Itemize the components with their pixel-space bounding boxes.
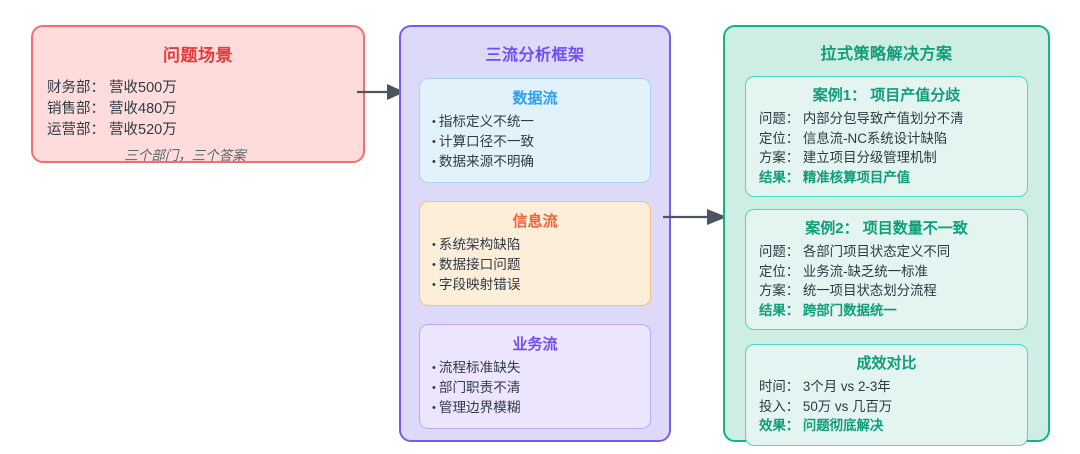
problem-scenario-panel: 问题场景 财务部： 营收500万 销售部： 营收480万 运营部： 营收520万… [31, 25, 365, 163]
outcome-rows: 时间： 3个月 vs 2-3年 投入： 50万 vs 几百万 效果： 问题彻底解… [746, 377, 1027, 436]
arrow-framework-to-solution-icon [663, 205, 731, 229]
case-row: 方案： 统一项目状态划分流程 [759, 283, 937, 298]
case-result: 结果： 跨部门数据统一 [759, 302, 897, 318]
list-item: 流程标准缺失 [432, 358, 650, 378]
case-row: 时间： 3个月 vs 2-3年 [759, 379, 891, 394]
framework-panel-title: 三流分析框架 [485, 47, 585, 64]
problem-line: 销售部： 营收480万 [47, 101, 177, 117]
data-flow-card[interactable]: 数据流 指标定义不统一 计算口径不一致 数据来源不明确 [419, 78, 651, 183]
list-item: 部门职责不清 [432, 378, 650, 398]
case-row: 投入： 50万 vs 几百万 [759, 398, 893, 414]
case-result: 结果： 精准核算项目产值 [759, 169, 911, 185]
case-2-card[interactable]: 案例2： 项目数量不一致 问题： 各部门项目状态定义不同 定位： 业务流-缺乏统… [745, 209, 1028, 330]
solution-panel-title: 拉式策略解决方案 [820, 46, 953, 63]
case-1-title: 案例1： 项目产值分歧 [812, 87, 961, 104]
problem-line: 财务部： 营收500万 [47, 80, 177, 96]
list-item: 计算口径不一致 [432, 132, 650, 152]
solution-panel: 拉式策略解决方案 案例1： 项目产值分歧 问题： 内部分包导致产值划分不清 定位… [723, 25, 1050, 446]
data-flow-list: 指标定义不统一 计算口径不一致 数据来源不明确 [420, 112, 650, 172]
list-item: 管理边界模糊 [432, 398, 650, 418]
info-flow-title: 信息流 [512, 213, 558, 230]
info-flow-card[interactable]: 信息流 系统架构缺陷 数据接口问题 字段映射错误 [419, 201, 651, 306]
case-row: 定位： 信息流-NC系统设计缺陷 [759, 130, 948, 146]
list-item: 字段映射错误 [432, 275, 650, 295]
list-item: 数据接口问题 [432, 255, 650, 275]
case-result: 效果： 问题彻底解决 [759, 418, 884, 433]
outcome-comparison-card[interactable]: 成效对比 时间： 3个月 vs 2-3年 投入： 50万 vs 几百万 效果： … [745, 344, 1028, 446]
case-row: 问题： 内部分包导致产值划分不清 [759, 111, 964, 126]
business-flow-title: 业务流 [512, 336, 558, 353]
case-2-title: 案例2： 项目数量不一致 [805, 220, 968, 237]
case-1-card[interactable]: 案例1： 项目产值分歧 问题： 内部分包导致产值划分不清 定位： 信息流-NC系… [745, 76, 1028, 197]
list-item: 数据来源不明确 [432, 152, 650, 172]
problem-lines: 财务部： 营收500万 销售部： 营收480万 运营部： 营收520万 [47, 78, 363, 141]
problem-scenario-title: 问题场景 [163, 46, 233, 65]
business-flow-card[interactable]: 业务流 流程标准缺失 部门职责不清 管理边界模糊 [419, 324, 651, 429]
case-row: 问题： 各部门项目状态定义不同 [759, 244, 951, 259]
arrow-problem-to-framework-icon [357, 80, 407, 104]
list-item: 指标定义不统一 [432, 112, 650, 132]
case-2-rows: 问题： 各部门项目状态定义不同 定位： 业务流-缺乏统一标准 方案： 统一项目状… [746, 242, 1027, 320]
list-item: 系统架构缺陷 [432, 235, 650, 255]
case-1-rows: 问题： 内部分包导致产值划分不清 定位： 信息流-NC系统设计缺陷 方案： 建立… [746, 109, 1027, 187]
data-flow-title: 数据流 [512, 90, 558, 107]
info-flow-list: 系统架构缺陷 数据接口问题 字段映射错误 [420, 235, 650, 295]
problem-note: 三个部门，三个答案 [124, 148, 246, 163]
outcome-comparison-title: 成效对比 [856, 355, 917, 372]
framework-panel: 三流分析框架 数据流 指标定义不统一 计算口径不一致 数据来源不明确 信息流 系… [399, 25, 671, 442]
business-flow-list: 流程标准缺失 部门职责不清 管理边界模糊 [420, 358, 650, 418]
problem-line: 运营部： 营收520万 [47, 122, 177, 138]
case-row: 定位： 业务流-缺乏统一标准 [759, 263, 928, 279]
case-row: 方案： 建立项目分级管理机制 [759, 150, 937, 165]
